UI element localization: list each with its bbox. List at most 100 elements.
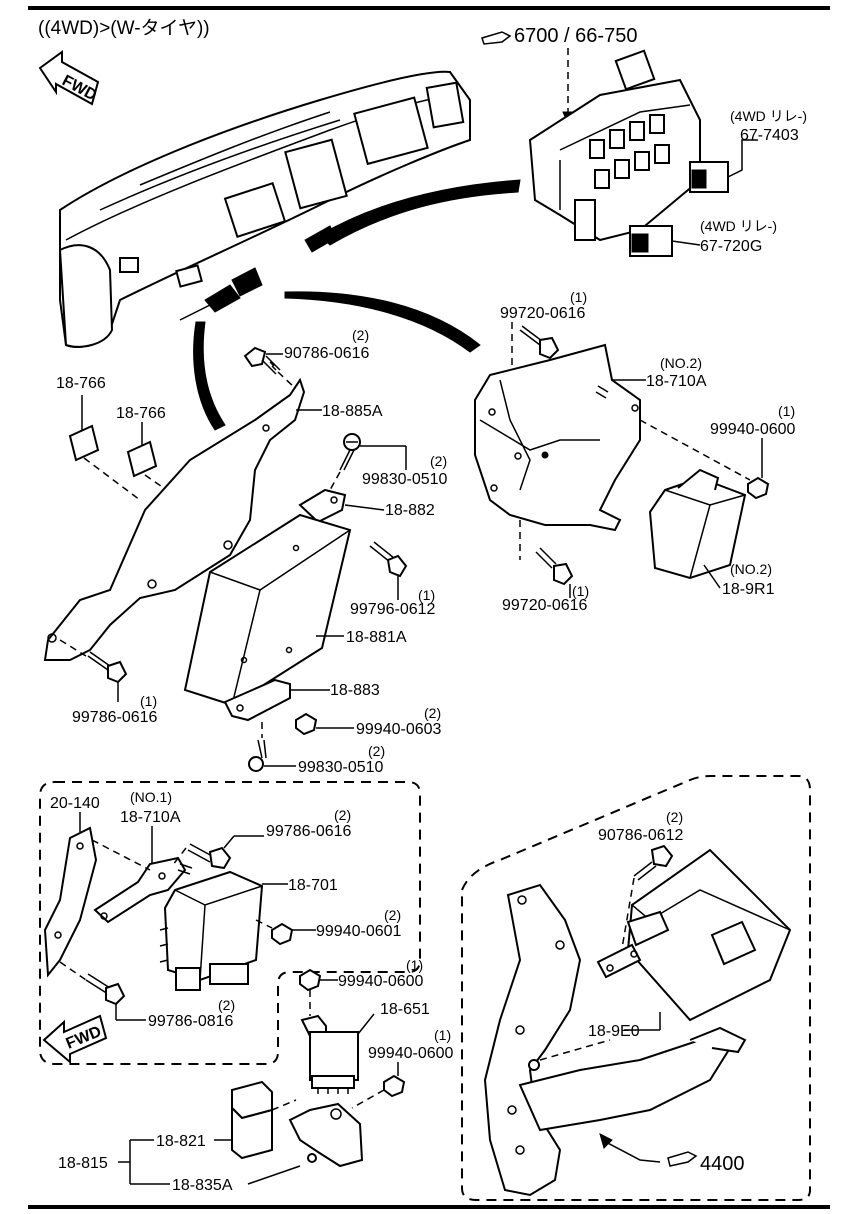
bracket-18-710A-no2-label: 18-710A <box>646 373 707 390</box>
screw-99830-0510 <box>329 433 361 491</box>
relay-67-7403-note: (4WD リレ-) <box>730 108 807 124</box>
left-dashed-group <box>39 781 421 1065</box>
bolt-90786-0612-qty: (2) <box>666 809 683 825</box>
clip-18-882-label: 18-882 <box>385 502 435 519</box>
nut-99940-0601 <box>255 919 294 946</box>
screw-99830-0510-b-qty: (2) <box>368 743 385 759</box>
fwd-arrow-bottom: FWD <box>42 1014 108 1065</box>
bolt-90786-0616 <box>243 346 296 389</box>
pedal-ref: 4400 <box>599 1133 745 1175</box>
bracket-18-710A-no1 <box>93 856 193 924</box>
bolt-90786-0612 <box>619 844 674 961</box>
module-18-9E0 <box>596 848 792 1022</box>
swoosh-arrow-fuse <box>319 179 521 246</box>
bracket-20-140-label: 20-140 <box>50 795 100 812</box>
pad-18-766-a-label: 18-766 <box>56 375 106 392</box>
bracket-18-710A-no2 <box>474 343 641 532</box>
bracket-18-883-label: 18-883 <box>330 682 380 699</box>
module-18-9R1 <box>648 468 747 580</box>
bracket-18-835A-label: 18-835A <box>172 1177 233 1194</box>
screw-99830-0510-qty: (2) <box>430 453 447 469</box>
right-dashed-group <box>461 775 811 1201</box>
bracket-18-710A-no1-label: 18-710A <box>120 809 181 826</box>
fuse-block <box>528 49 701 242</box>
swoosh-arrow-ecu <box>193 321 226 431</box>
screw-99830-0510-b <box>248 722 267 772</box>
nut-99940-0603 <box>295 712 318 736</box>
nut-99940-0600-label: 99940-0600 <box>710 421 796 438</box>
module-18-701-label: 18-701 <box>288 877 338 894</box>
relay-67-720G <box>629 225 701 257</box>
nut-99940-0600-b-label: 99940-0600 <box>338 973 424 990</box>
fwd-arrow-top: FWD <box>38 50 99 106</box>
pedal-bracket <box>483 883 747 1197</box>
bolt-99786-0616-qty: (1) <box>140 693 157 709</box>
bolt-99720-0616-b-qty: (1) <box>572 583 589 599</box>
relay-67-7403 <box>689 139 758 193</box>
bolt-99786-0816-qty: (2) <box>218 997 235 1013</box>
bolt-99720-0616-a <box>511 322 560 375</box>
nut-99940-0600-b <box>299 968 322 1016</box>
bolt-99796-0612-qty: (1) <box>418 587 435 603</box>
fuse-block-ref-text: 6700 / 66-750 <box>514 25 637 47</box>
pad-18-766-b-label: 18-766 <box>116 405 166 422</box>
assembly-18-815-label: 18-815 <box>58 1155 108 1172</box>
module-18-701 <box>159 870 264 991</box>
bracket-20-140 <box>43 826 98 978</box>
bracket-18-883 <box>223 678 291 722</box>
dashboard <box>58 70 471 348</box>
nut-99940-0601-qty: (2) <box>384 907 401 923</box>
relay-67-720G-label: 67-720G <box>700 238 762 255</box>
bolt-90786-0616-qty: (2) <box>352 327 369 343</box>
relay-18-651 <box>300 1014 359 1094</box>
bolt-99720-0616-b-label: 99720-0616 <box>502 597 588 614</box>
nut-99940-0600-c-qty: (1) <box>434 1027 451 1043</box>
ecu-18-881A-label: 18-881A <box>346 629 407 646</box>
bolt-99786-0616-b-label: 99786-0616 <box>266 823 352 840</box>
bolt-99786-0616-label: 99786-0616 <box>72 709 158 726</box>
relay-67-720G-note: (4WD リレ-) <box>700 218 777 234</box>
nut-99940-0601-label: 99940-0601 <box>316 923 402 940</box>
bolt-99720-0616-a-label: 99720-0616 <box>500 305 586 322</box>
nut-99940-0600-c-label: 99940-0600 <box>368 1045 454 1062</box>
bolt-99786-0616 <box>59 639 128 684</box>
bracket-18-885A <box>43 377 306 661</box>
nut-99940-0600 <box>747 476 770 500</box>
nut-99940-0600-qty: (1) <box>778 403 795 419</box>
pad-18-766-b <box>126 422 158 478</box>
relay-18-651-label: 18-651 <box>380 1001 430 1018</box>
pad-18-766-a <box>68 395 100 462</box>
nut-99940-0603-label: 99940-0603 <box>356 721 442 738</box>
bolt-99796-0612 <box>369 541 408 578</box>
bracket-18-835A <box>288 1102 364 1168</box>
relay-18-821-label: 18-821 <box>156 1133 206 1150</box>
bolt-99786-0816-label: 99786-0816 <box>148 1013 234 1030</box>
bolt-99720-0616-a-qty: (1) <box>570 289 587 305</box>
bracket-18-710A-no1-note: (NO.1) <box>130 789 172 805</box>
module-18-9R1-note: (NO.2) <box>730 561 772 577</box>
nut-99940-0603-qty: (2) <box>424 705 441 721</box>
ref-hand-icon <box>481 31 512 45</box>
module-18-9E0-label: 18-9E0 <box>588 1023 640 1040</box>
bolt-99786-0616-b <box>171 843 232 870</box>
bolt-99796-0612-label: 99796-0612 <box>350 601 436 618</box>
nut-99940-0600-b-qty: (1) <box>406 957 423 973</box>
nut-99940-0600-c <box>351 1074 406 1109</box>
relay-18-821 <box>231 1080 297 1160</box>
swoosh-arrow-bracket <box>284 291 481 353</box>
bracket-18-710A-no2-note: (NO.2) <box>660 355 702 371</box>
bracket-18-885A-label: 18-885A <box>322 403 383 420</box>
module-18-9R1-label: 18-9R1 <box>722 581 775 598</box>
screw-99830-0510-b-label: 99830-0510 <box>298 759 384 776</box>
pedal-ref-hand-icon <box>667 1151 698 1167</box>
bolt-99720-0616-b <box>519 520 574 586</box>
screw-99830-0510-label: 99830-0510 <box>362 471 448 488</box>
bolt-90786-0616-label: 90786-0616 <box>284 345 370 362</box>
bolt-99786-0816 <box>59 961 126 1006</box>
bolt-99786-0616-b-qty: (2) <box>334 807 351 823</box>
relay-67-7403-label: 67-7403 <box>740 127 799 144</box>
diagram-title: ((4WD)>(W-タイヤ)) <box>38 17 210 39</box>
bolt-90786-0612-label: 90786-0612 <box>598 827 684 844</box>
pedal-ref-text: 4400 <box>700 1153 745 1175</box>
